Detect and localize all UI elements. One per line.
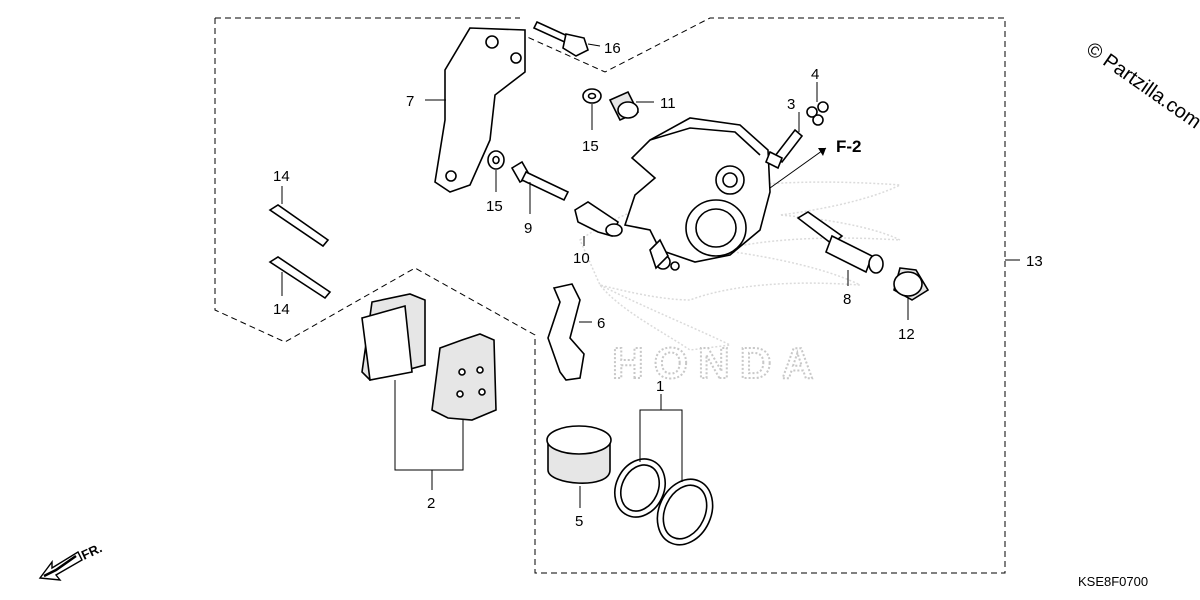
- callout-6: 6: [597, 315, 605, 332]
- callout-8: 8: [843, 291, 851, 308]
- callout-1: 1: [656, 378, 664, 395]
- part-8-slide-pin[interactable]: [796, 211, 884, 274]
- part-2-brake-pad-front[interactable]: [361, 293, 426, 381]
- part-1-dust-seal[interactable]: [647, 470, 723, 554]
- callout-9: 9: [524, 220, 532, 237]
- callout-17: 16: [604, 40, 621, 57]
- part-16-washer[interactable]: [582, 88, 602, 104]
- callout-4: 4: [811, 66, 819, 83]
- part-4-bleeder-cap[interactable]: [806, 101, 829, 126]
- callout-14-lower: 14: [273, 301, 290, 318]
- caliper-body[interactable]: [623, 117, 771, 271]
- callout-2: 2: [427, 495, 435, 512]
- part-14-pin-lower[interactable]: [268, 256, 332, 300]
- part-11-boot[interactable]: [608, 90, 640, 122]
- callout-15: 15: [486, 198, 503, 215]
- diagram-code: KSE8F0700: [1078, 574, 1148, 589]
- part-6-pad-spring[interactable]: [547, 283, 585, 381]
- part-12-boot[interactable]: [893, 267, 930, 301]
- callout-11: 11: [660, 95, 676, 112]
- part-9-pin-bolt[interactable]: [510, 160, 570, 202]
- part-2-brake-pad-rear[interactable]: [431, 333, 497, 421]
- callout-13: 13: [1026, 253, 1043, 270]
- part-3-bleeder-valve[interactable]: [764, 128, 804, 170]
- part-5-piston[interactable]: [546, 425, 612, 484]
- part-14-pin-upper[interactable]: [268, 204, 330, 248]
- callout-10: 10: [573, 250, 590, 267]
- partzilla-watermark: © Partzilla.com: [1082, 38, 1200, 133]
- callout-14-upper: 14: [273, 168, 290, 185]
- callout-5: 5: [575, 513, 583, 530]
- callout-7: 7: [406, 93, 414, 110]
- callout-16: 15: [582, 138, 599, 155]
- part-7-caliper-bracket[interactable]: [434, 27, 526, 193]
- callout-leaders: [281, 43, 1020, 508]
- part-1-piston-seal[interactable]: [606, 451, 675, 526]
- part-15-washer[interactable]: [487, 150, 505, 170]
- part-17-bolt[interactable]: [532, 20, 589, 57]
- callout-3: 3: [787, 96, 795, 113]
- direction-label: FR.: [79, 540, 104, 562]
- reference-arrow: [769, 147, 827, 189]
- reference-label-f2: F-2: [836, 137, 862, 156]
- part-10-bolt[interactable]: [574, 201, 623, 237]
- front-direction-arrow: [38, 551, 83, 581]
- brand-watermark-text: HONDA: [612, 339, 823, 388]
- assembly-group-outline: [214, 17, 1006, 574]
- callout-12: 12: [898, 326, 915, 343]
